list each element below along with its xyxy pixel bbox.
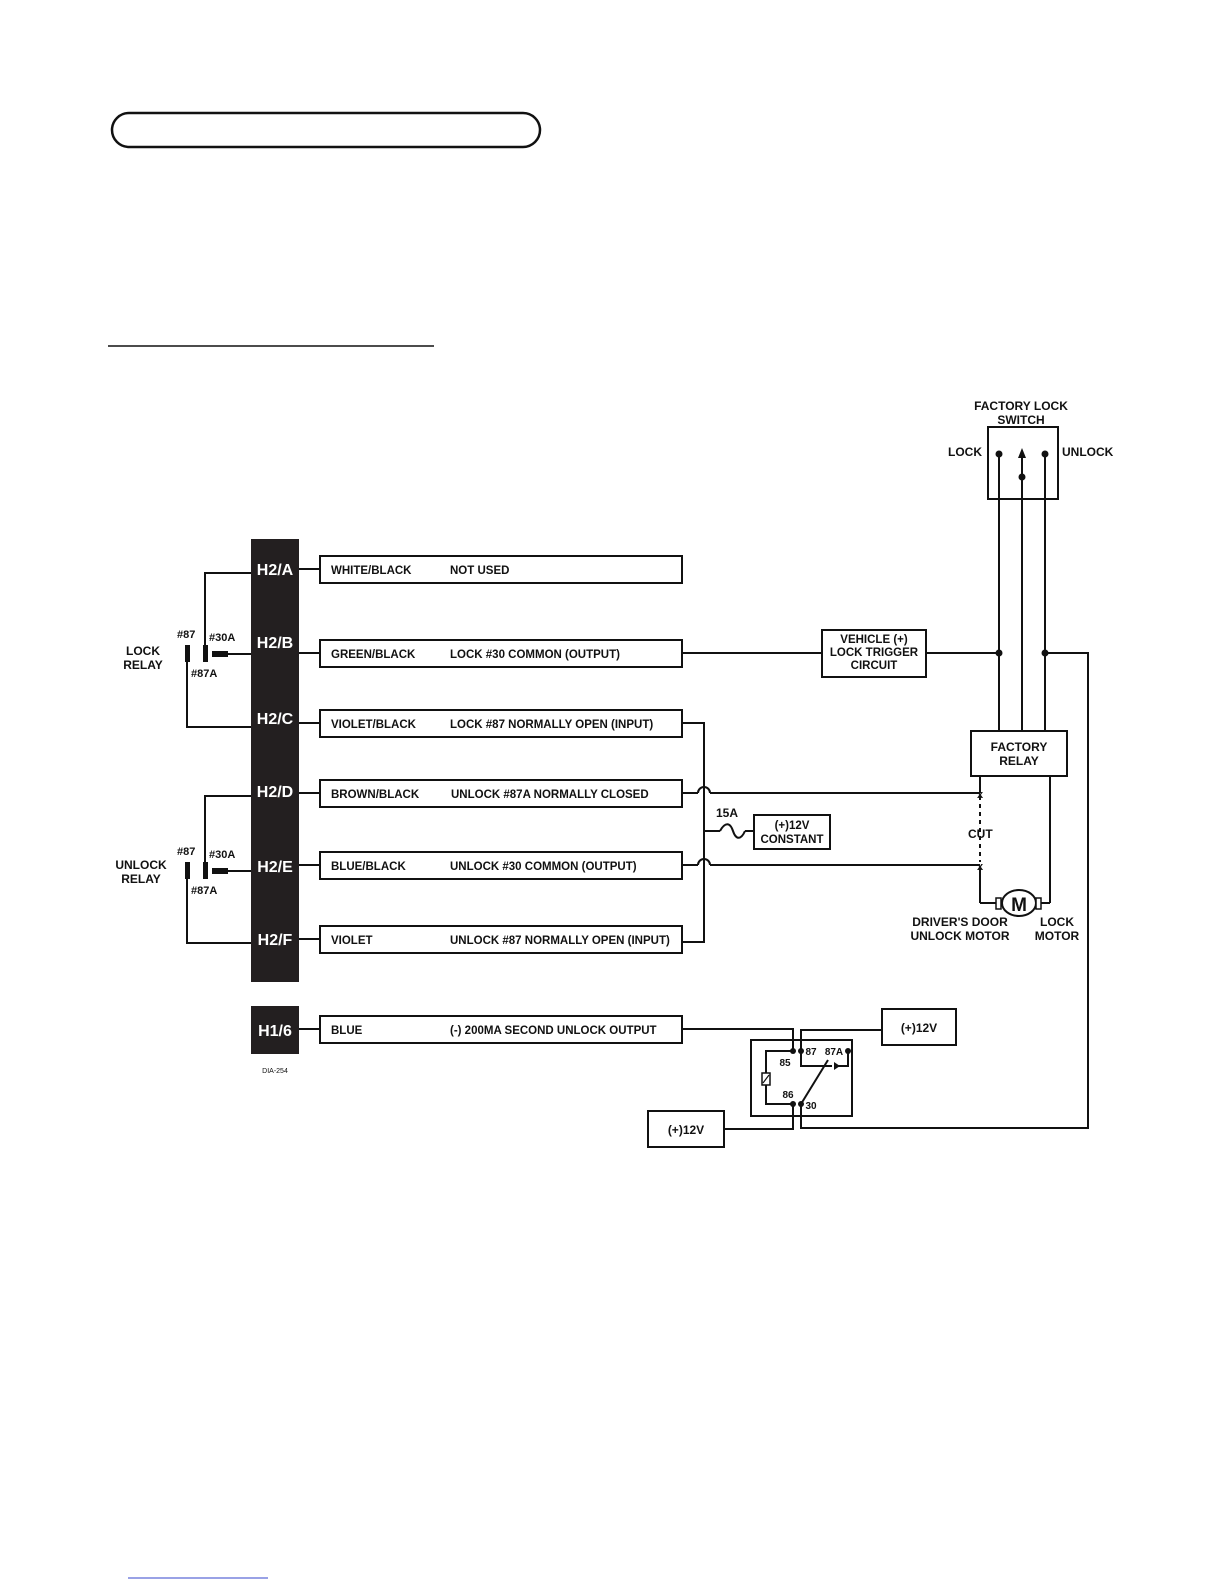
aux-relay-pin-86: 86: [782, 1090, 794, 1101]
wire-color-h2c: VIOLET/BLACK: [331, 719, 417, 731]
lock-relay-pin-87a: #87A: [191, 668, 217, 680]
door-lock-motor: [995, 776, 1051, 917]
wire-color-h2f: VIOLET: [331, 935, 373, 947]
factory-lock-switch-lock-label: LOCK: [948, 445, 982, 459]
factory-lock-switch-title-line1: FACTORY LOCK: [974, 399, 1068, 413]
connector-stubs: [299, 568, 320, 1030]
unlock-relay-pin-30a: #30A: [209, 849, 235, 861]
harness-h2-connector: [251, 539, 299, 982]
unlock-relay-label-line1: UNLOCK: [115, 858, 167, 872]
lock-relay-label-line2: RELAY: [123, 658, 163, 672]
driver-door-motor-label-line1: DRIVER'S DOOR: [912, 915, 1008, 929]
lock-relay-pin-87: #87: [177, 629, 195, 641]
svg-text:x: x: [977, 789, 984, 801]
lock-motor-label-line2: MOTOR: [1035, 929, 1080, 943]
wire-function-h2a: NOT USED: [450, 565, 509, 577]
wire-blue-black-route: [682, 858, 980, 866]
factory-relay-line1: FACTORY: [991, 740, 1048, 754]
section-header-pill: [110, 111, 542, 149]
factory-relay-line2: RELAY: [999, 754, 1039, 768]
wire-function-h2c: LOCK #87 NORMALLY OPEN (INPUT): [450, 719, 653, 731]
wire-box-h2e: [319, 851, 683, 880]
fuse-15a-label: 15A: [716, 806, 738, 820]
connector-h2f-label: H2/F: [258, 932, 293, 949]
aux-relay-wires: [682, 652, 1089, 1130]
harness-h1-connector: [251, 1006, 299, 1054]
power-12v-top-box: [881, 1008, 957, 1046]
unlock-relay-symbol: [185, 795, 251, 944]
connector-h16-label: H1/6: [258, 1023, 292, 1040]
vehicle-trigger-box: [821, 629, 927, 678]
power-12v-bottom-box: [647, 1110, 725, 1148]
lock-relay-label-line1: LOCK: [126, 644, 160, 658]
vehicle-trigger-line2: LOCK TRIGGER: [830, 647, 919, 659]
driver-door-motor-label-line2: UNLOCK MOTOR: [910, 929, 1009, 943]
svg-text:x: x: [977, 861, 984, 873]
lock-relay-symbol: [185, 572, 251, 728]
wire-box-h2f: [319, 925, 683, 954]
aux-relay-pin-87a: 87A: [825, 1047, 843, 1058]
wire-box-h2c: [319, 709, 683, 738]
power-12v-top-label: (+)12V: [901, 1021, 937, 1035]
wire-brown-black-route: [682, 786, 980, 794]
motor-symbol: M: [1011, 895, 1027, 916]
junction-lock-trigger: [995, 649, 1003, 657]
connector-h2c-label: H2/C: [257, 711, 294, 728]
lock-motor-label-line1: LOCK: [1040, 915, 1074, 929]
unlock-relay-pin-87a: #87A: [191, 885, 217, 897]
wire-color-h2a: WHITE/BLACK: [331, 565, 412, 577]
wire-function-h2d: UNLOCK #87A NORMALLY CLOSED: [451, 789, 649, 801]
unlock-relay-label-line2: RELAY: [121, 872, 161, 886]
input-bus-wires: [682, 722, 754, 943]
cut-label: CUT: [968, 827, 993, 841]
wire-function-h16: (-) 200MA SECOND UNLOCK OUTPUT: [450, 1025, 657, 1037]
wire-function-h2b: LOCK #30 COMMON (OUTPUT): [450, 649, 620, 661]
aux-relay-pin-87: 87: [805, 1047, 817, 1058]
connector-h2b-label: H2/B: [257, 635, 293, 652]
wire-color-h2d: BROWN/BLACK: [331, 789, 420, 801]
constant-12v-box: [753, 814, 831, 850]
lock-relay-pin-30a: #30A: [209, 632, 235, 644]
wire-function-h2e: UNLOCK #30 COMMON (OUTPUT): [450, 861, 637, 873]
wire-color-h2b: GREEN/BLACK: [331, 649, 416, 661]
vehicle-trigger-line1: VEHICLE (+): [840, 634, 908, 646]
factory-lock-switch-unlock-label: UNLOCK: [1062, 445, 1114, 459]
constant-12v-line1: (+)12V: [775, 820, 810, 832]
connector-h2e-label: H2/E: [257, 859, 293, 876]
unlock-relay-pin-87: #87: [177, 846, 195, 858]
connector-h2a-label: H2/A: [257, 562, 294, 579]
factory-relay-box: [970, 730, 1068, 777]
power-12v-bottom-label: (+)12V: [668, 1123, 704, 1137]
wire-box-h16: [319, 1015, 683, 1044]
connector-h2d-label: H2/D: [257, 784, 293, 801]
wire-box-h2a: [319, 555, 683, 584]
switch-wires: [998, 454, 1046, 731]
wire-color-h2e: BLUE/BLACK: [331, 861, 406, 873]
aux-relay-pin-85: 85: [779, 1058, 791, 1069]
vehicle-trigger-line3: CIRCUIT: [851, 660, 898, 672]
cut-wire-section: x x: [977, 776, 996, 904]
figure-code: DIA-254: [262, 1068, 288, 1075]
constant-12v-line2: CONSTANT: [760, 834, 823, 846]
wire-function-h2f: UNLOCK #87 NORMALLY OPEN (INPUT): [450, 935, 670, 947]
aux-relay-pin-30: 30: [805, 1101, 817, 1112]
factory-lock-switch-title-line2: SWITCH: [997, 413, 1044, 427]
wire-color-h16: BLUE: [331, 1025, 363, 1037]
aux-relay-internals: [761, 1048, 851, 1107]
